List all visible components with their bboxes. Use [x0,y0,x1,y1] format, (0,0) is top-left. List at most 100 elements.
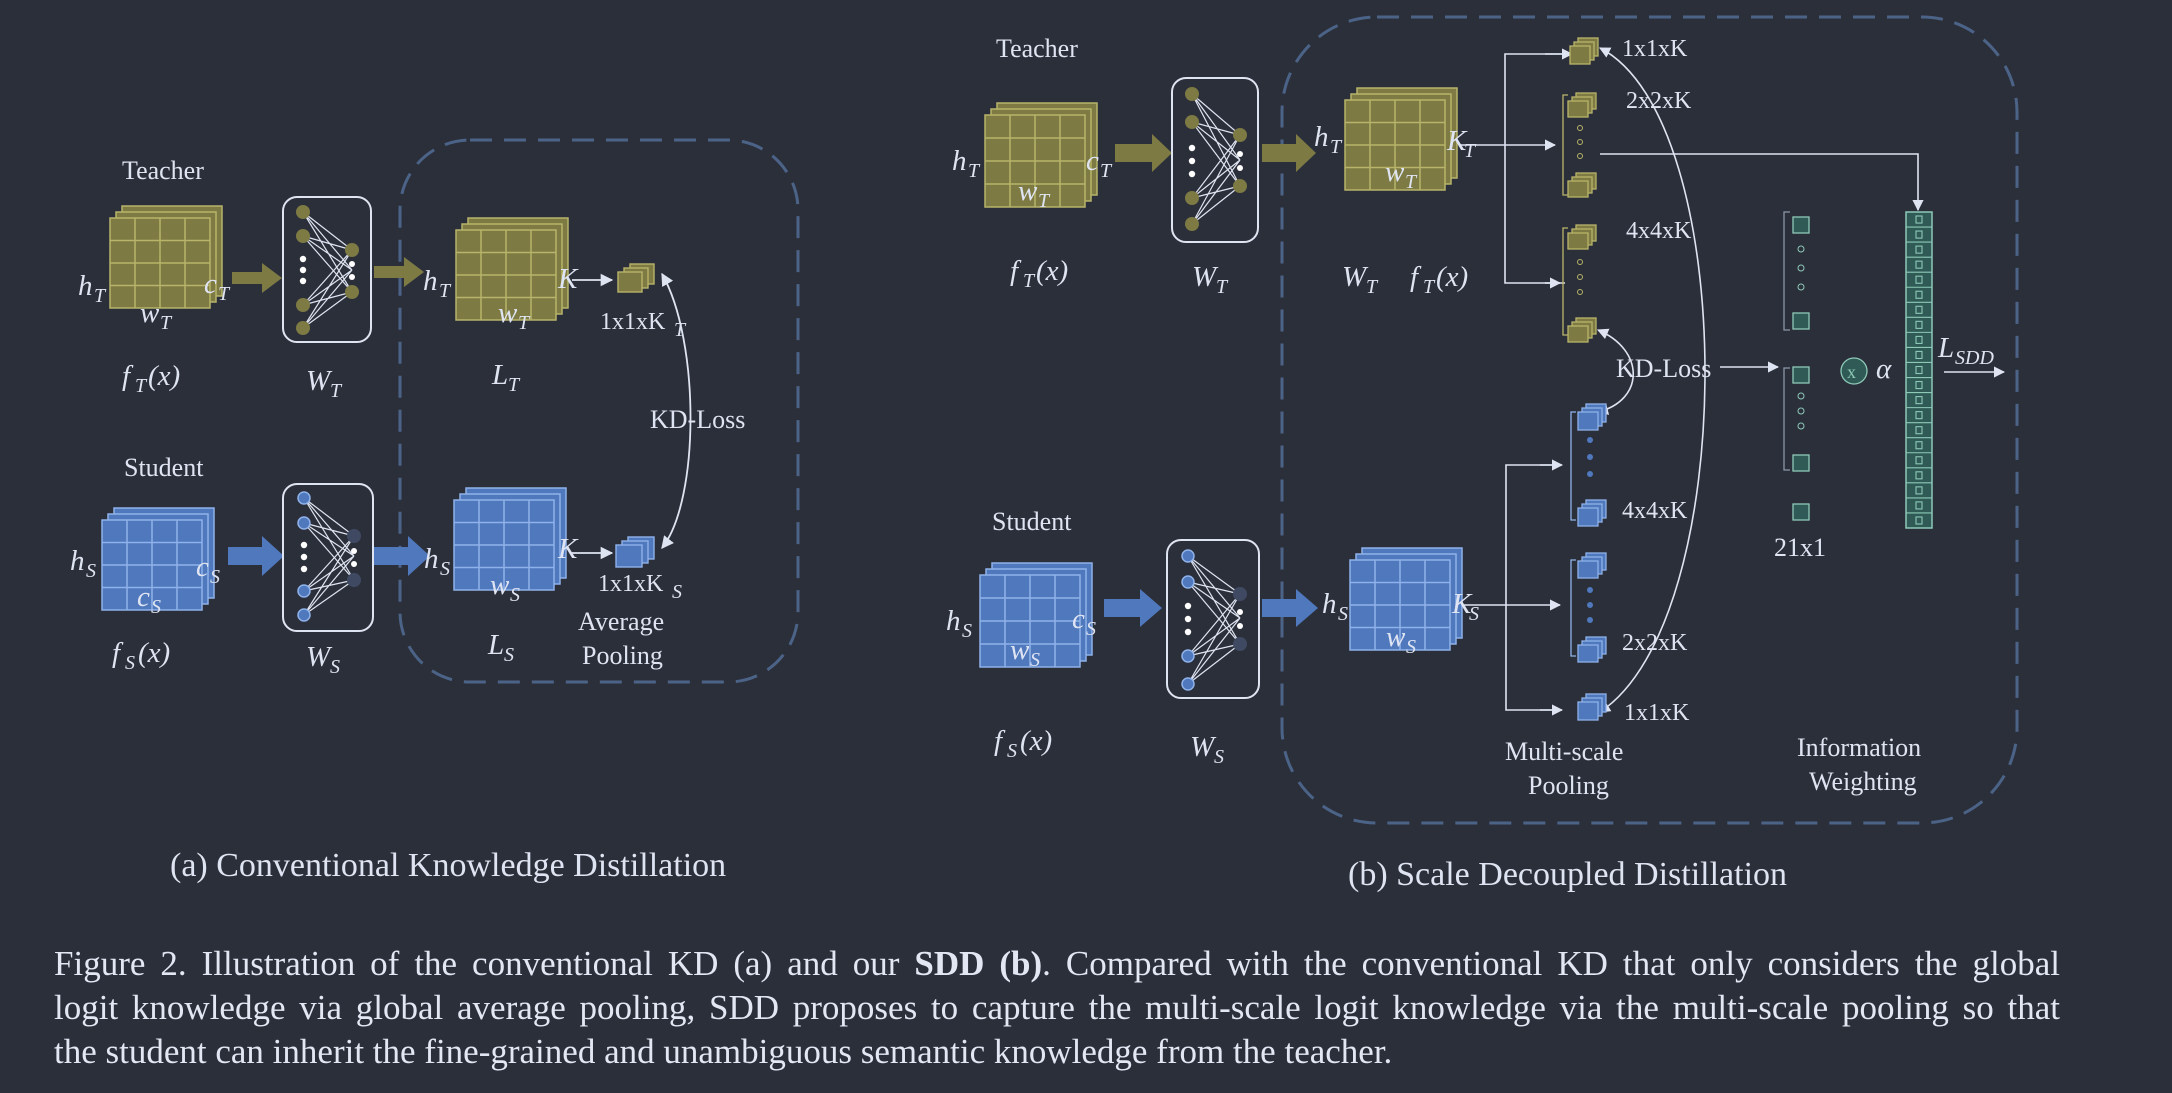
caption-bold-sdd: SDD (b) [914,944,1043,983]
teacher-logit-map [455,217,569,321]
student-scale-2x2-label: 2x2xK [1622,630,1688,656]
weight-cell [1915,380,1923,390]
student-scale-2x2 [1570,552,1607,663]
student-network-icon-b [1166,539,1260,699]
weight-cell [1915,335,1923,344]
svg-text:W: W [306,641,333,673]
distillation-dashed-box [398,138,800,684]
teacher-feature-map [109,205,223,309]
student-logit-map [453,487,567,591]
teacher-scale-1x1-label: 1x1xK [1622,36,1688,62]
teacher-arrow-1 [232,263,282,293]
svg-text:T: T [1023,270,1036,292]
teacher-arrow-b1 [1115,134,1172,172]
svg-text:T: T [160,312,173,334]
svg-text:w: w [140,297,160,329]
kd-loss-label-b: KD-Loss [1616,354,1711,383]
teacher-scale-1x1 [1569,37,1599,65]
multi-scale-label-line2: Pooling [1528,771,1609,800]
student-pooled-vector [615,536,655,568]
student-arrow-b1 [1104,589,1162,627]
svg-text:w: w [1386,621,1406,653]
svg-text:S: S [1338,603,1348,625]
weight-cell [1915,516,1923,525]
svg-text:w: w [498,297,518,329]
weight-cell [1915,486,1923,495]
teacher-K-label-b: KT [1446,125,1477,162]
panel-b-title: (b) Scale Decoupled Distillation [1348,856,1787,893]
student-label-b: Student [992,507,1072,536]
weight-cell [1915,230,1923,239]
svg-text:S: S [125,652,135,674]
svg-text:L: L [491,359,508,391]
weight-cell [1915,290,1923,299]
svg-text:S: S [1214,746,1224,768]
weight-cell [1915,441,1923,450]
svg-text:T: T [1405,171,1418,193]
teacher-arrow-2 [374,257,424,287]
student-logit-map-b [1349,547,1463,651]
svg-text:W: W [306,365,333,397]
svg-text:T: T [1216,276,1229,298]
weight-cell [1915,275,1923,284]
panel-a-title: (a) Conventional Knowledge Distillation [170,847,726,884]
student-scale-1x1-label: 1x1xK [1624,700,1690,726]
svg-text:c: c [1072,603,1085,635]
svg-text:h: h [423,265,438,297]
student-label: Student [124,453,204,482]
weight-cell [1915,305,1923,314]
teacher-scale-4x4-label: 4x4xK [1626,218,1692,244]
information-label-line2: Weighting [1809,767,1917,796]
svg-text:S: S [210,566,220,588]
svg-text:T: T [518,312,531,334]
svg-text:T: T [94,285,107,307]
svg-text:S: S [440,558,450,580]
svg-text:h: h [1314,121,1329,153]
svg-text:c: c [137,581,150,613]
student-feature-map-b [979,562,1093,668]
svg-text:x: x [1847,362,1856,382]
svg-text:L: L [1937,332,1954,364]
svg-text:T: T [1330,136,1343,158]
svg-text:T: T [218,283,231,305]
information-weighting-bar [1905,211,1933,529]
teacher-to-weight-arrow [1600,153,1924,212]
svg-text:T: T [1464,140,1477,162]
multiply-icon: x [1840,357,1868,385]
svg-text:(x): (x) [1436,261,1468,293]
student-scale-4x4 [1570,403,1607,527]
svg-text:c: c [196,551,209,583]
multi-scale-label-line1: Multi-scale [1505,737,1623,766]
svg-text:w: w [1385,156,1405,188]
svg-text:w: w [490,569,510,601]
teacher-pooled-vector [617,263,655,293]
svg-text:f: f [122,360,134,392]
weight-cell [1915,426,1923,435]
caption-line-1: Figure 2. Illustration of the convention… [54,942,2060,986]
svg-text:f: f [1010,255,1022,287]
sdd-dashed-box [1280,15,2019,825]
teacher-scale-2x2 [1562,92,1597,198]
svg-text:S: S [1469,603,1479,625]
svg-text:T: T [1366,276,1379,298]
student-K-label-b: KS [1451,588,1479,625]
svg-text:K: K [1446,125,1468,157]
scale-4x4-loss-arc [1596,328,1634,415]
